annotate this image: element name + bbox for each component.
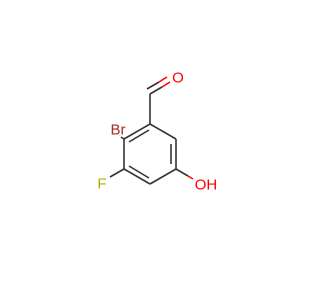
bond-c3-c4 bbox=[123, 168, 151, 185]
bond-c3-f bbox=[109, 168, 125, 178]
bond-c4-c5 bbox=[149, 168, 177, 185]
bond-cho-o-second bbox=[146, 81, 160, 90]
bond-c1-c2-inner bbox=[128, 129, 150, 143]
bond-c5-o-oxygen-half bbox=[187, 175, 194, 180]
atom-fluorine: F bbox=[97, 176, 106, 193]
bromine-substituent: Br bbox=[111, 122, 126, 140]
bond-c2-br bbox=[120, 136, 125, 140]
hydroxyl-substituent: OH bbox=[175, 168, 218, 194]
bond-c3-c4-inner bbox=[128, 165, 150, 179]
bond-c6-c1 bbox=[149, 123, 177, 140]
bond-c5-o bbox=[175, 168, 189, 177]
bond-cho-o bbox=[149, 86, 163, 95]
atom-bromine: Br bbox=[111, 122, 126, 139]
molecule-structure: O Br F OH bbox=[97, 70, 218, 194]
fluorine-substituent: F bbox=[97, 168, 125, 193]
bond-cho-o-second-oxygen-half bbox=[158, 76, 168, 83]
bond-cho-o-oxygen-half bbox=[161, 81, 171, 88]
ring-bonds bbox=[123, 123, 177, 185]
atom-oxygen-aldehyde: O bbox=[172, 70, 184, 87]
atom-hydroxyl: OH bbox=[195, 177, 218, 194]
aldehyde-group: O bbox=[146, 70, 184, 124]
bond-c1-c2 bbox=[123, 123, 151, 140]
